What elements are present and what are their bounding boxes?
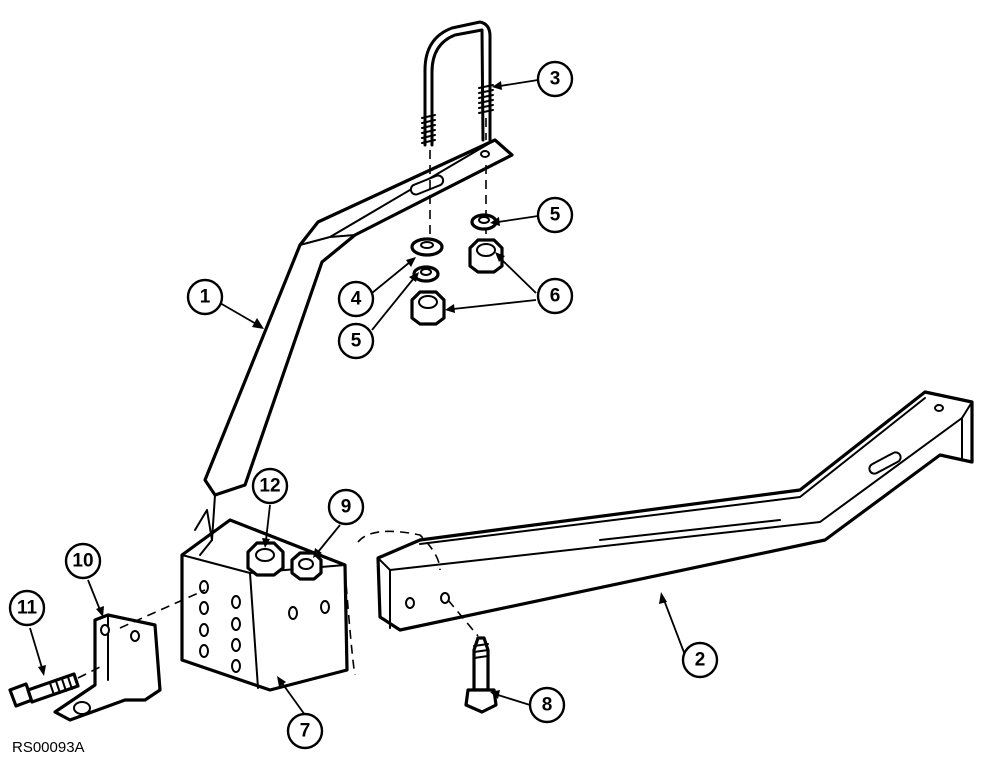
part-6-nut-right	[468, 238, 504, 274]
u-bolt-thread-right	[478, 84, 494, 114]
leader-lines	[29, 79, 686, 716]
callout-6-right-label: 6	[550, 286, 561, 307]
part-1-support-bar	[203, 138, 514, 541]
callout-9: 9	[327, 488, 365, 526]
callout-5-left: 5	[337, 322, 375, 360]
u-bolt-thread-left	[421, 114, 436, 144]
part-3-u-bolt	[421, 20, 494, 250]
callout-5-right-label: 5	[550, 205, 561, 226]
callout-9-label: 9	[341, 497, 352, 518]
callout-1-label: 1	[200, 287, 211, 308]
part-12-nut	[246, 541, 285, 577]
callout-7: 7	[286, 712, 324, 750]
callout-8: 8	[528, 686, 566, 724]
part-10-mounting-plate	[53, 589, 206, 722]
part-6-nut-left	[410, 290, 446, 326]
callout-12-label: 12	[259, 476, 280, 497]
callout-10-label: 10	[72, 551, 93, 572]
callout-4: 4	[337, 280, 375, 318]
callout-5-left-label: 5	[351, 331, 362, 352]
document-id: RS00093A	[12, 739, 85, 756]
part-4-flat-washer	[410, 237, 444, 257]
callout-12: 12	[251, 467, 289, 505]
callout-3: 3	[536, 60, 574, 98]
part-8-bolt	[447, 599, 498, 714]
part-2-beam	[344, 390, 974, 676]
part-5-lock-washer-left	[412, 265, 440, 283]
bracket-hole-pattern	[199, 580, 330, 673]
callout-2-label: 2	[695, 650, 706, 671]
part-7-corner-bracket	[180, 509, 349, 692]
part-9-lock-nut	[290, 551, 323, 581]
callout-11: 11	[8, 589, 46, 627]
callout-7-label: 7	[300, 721, 311, 742]
callout-1: 1	[186, 278, 224, 316]
callout-10: 10	[64, 542, 102, 580]
part-11-bolt	[8, 664, 105, 708]
callout-2: 2	[681, 641, 719, 679]
callout-4-label: 4	[351, 289, 362, 310]
callout-8-label: 8	[542, 695, 553, 716]
callout-11-label: 11	[17, 598, 38, 619]
callout-5-right: 5	[536, 196, 574, 234]
callout-3-label: 3	[550, 69, 561, 90]
callout-6-right: 6	[536, 277, 574, 315]
